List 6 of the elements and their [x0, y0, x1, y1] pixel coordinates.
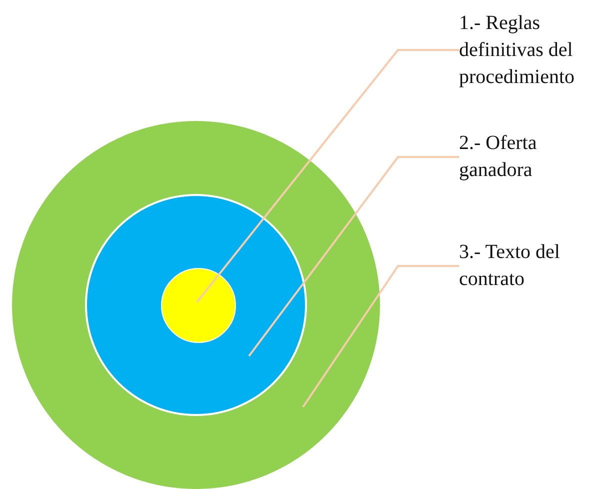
leader-line	[248, 156, 459, 357]
leader-line	[196, 49, 459, 303]
callout-label: 3.- Texto del contrato	[459, 239, 611, 295]
leader-line	[302, 265, 459, 408]
callout-label: 2.- Oferta ganadora	[459, 130, 611, 186]
callout-label: 1.- Reglas definitivas del procedimiento	[459, 10, 611, 94]
